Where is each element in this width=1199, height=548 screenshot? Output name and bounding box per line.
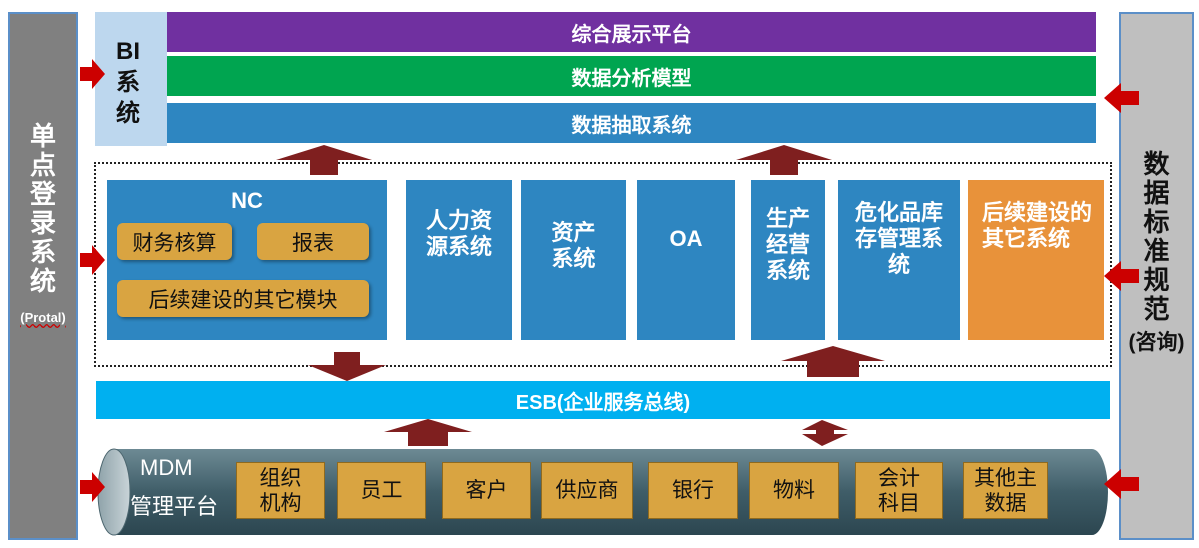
mdm-title-cn: 管理平台: [130, 494, 219, 519]
hazmat-system-label: 危化品库存管理系统: [854, 200, 943, 277]
analysis-model-bar: 数据分析模型: [167, 56, 1096, 96]
sso-title: 单点登录系统: [29, 121, 56, 296]
sso-panel: 单点登录系统 (Protal): [8, 12, 78, 540]
oa-system-label: OA: [669, 226, 703, 251]
mdm-item-account: 会计科目: [855, 462, 943, 519]
double-arrow-esb-mdm: [802, 420, 848, 446]
oa-system-box: OA: [637, 180, 735, 340]
nc-module-report: 报表: [257, 223, 369, 260]
esb-bar: ESB(企业服务总线): [96, 381, 1110, 419]
hazmat-system-box: 危化品库存管理系统: [838, 180, 960, 340]
production-system-box: 生产经营系统: [751, 180, 825, 340]
standard-title: 数据标准规范: [1143, 149, 1170, 324]
standard-subtitle: (咨询): [1128, 331, 1185, 354]
up-arrow-mdm-to-esb: [384, 419, 472, 446]
asset-system-box: 资产系统: [521, 180, 626, 340]
nc-title: NC: [231, 188, 263, 213]
mdm-item-other: 其他主数据: [963, 462, 1048, 519]
mdm-item-material: 物料: [749, 462, 839, 519]
nc-module-finance: 财务核算: [117, 223, 232, 260]
mdm-item-bank: 银行: [648, 462, 738, 519]
mdm-title-en: MDM: [140, 455, 193, 480]
hr-system-box: 人力资源系统: [406, 180, 512, 340]
mdm-item-supplier: 供应商: [541, 462, 633, 519]
mdm-item-org: 组织机构: [236, 462, 325, 519]
extract-system-bar: 数据抽取系统: [167, 103, 1096, 143]
sso-subtitle: (Protal): [20, 310, 66, 325]
nc-module-others: 后续建设的其它模块: [117, 280, 369, 317]
future-systems-label: 后续建设的其它系统: [982, 200, 1093, 251]
production-system-label: 生产经营系统: [765, 206, 810, 283]
mdm-item-employee: 员工: [337, 462, 426, 519]
mdm-item-customer: 客户: [442, 462, 531, 519]
bi-system-box: BI系统: [95, 12, 167, 146]
bi-system-label: BI系统: [116, 38, 140, 127]
data-standard-panel: 数据标准规范 (咨询): [1119, 12, 1194, 540]
future-systems-box: 后续建设的其它系统: [968, 180, 1104, 340]
asset-system-label: 资产系统: [551, 220, 596, 271]
display-platform-bar: 综合展示平台: [167, 12, 1096, 52]
hr-system-label: 人力资源系统: [426, 208, 493, 259]
